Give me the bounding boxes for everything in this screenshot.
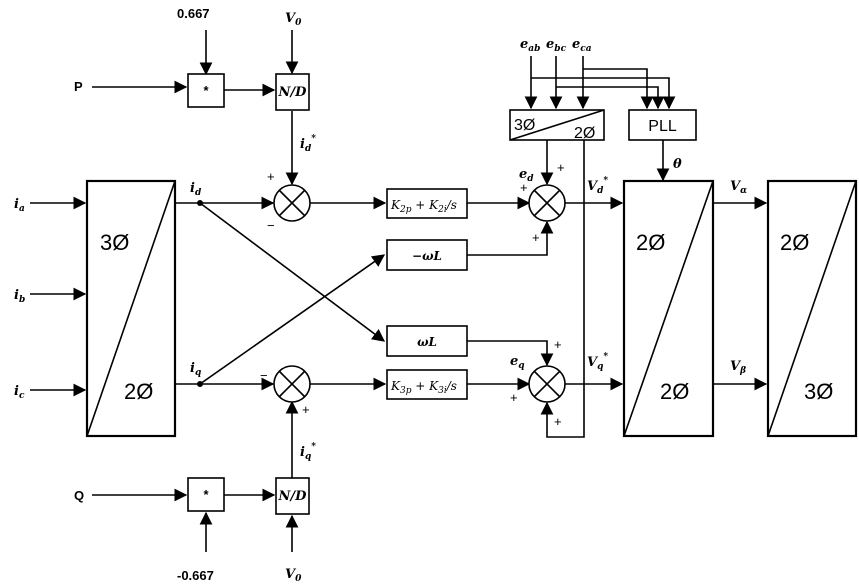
omega-l-block: ωL [386, 325, 468, 357]
ab-block-bottom-label: 3Ø [804, 379, 833, 404]
ab-block-top-label: 2Ø [780, 230, 809, 255]
q-current-summer [273, 365, 311, 403]
connection-lines [30, 30, 768, 552]
id-junction-dot [197, 200, 203, 206]
e-block-top-label: 3Ø [514, 117, 535, 134]
q-divider-label: N/D [278, 489, 308, 504]
neg-omega-l-label: −ωL [412, 249, 442, 263]
vq-ref-label: Vq* [587, 352, 608, 372]
sign-plus-d-pi: + [520, 180, 528, 195]
ib-label: ib [14, 288, 25, 305]
p-input-label: P [74, 79, 83, 94]
p-gain-label: 0.667 [177, 6, 210, 21]
sign-plus-id-ref: + [267, 169, 275, 184]
iq-label: iq [190, 361, 201, 378]
sign-plus-iq-ref: + [302, 402, 310, 417]
d-pi-label: K2p + K2i/s [390, 198, 457, 215]
eq-label: eq [510, 354, 525, 371]
id-ref-label: id* [300, 134, 316, 154]
neg-omega-l-block: −ωL [386, 239, 468, 271]
sign-plus-eq: + [554, 414, 562, 429]
eca-label: eca [572, 37, 592, 54]
q-pi-label: K3p + K3i/s [390, 379, 457, 396]
e-block-bottom-label: 2Ø [574, 125, 595, 142]
valpha-label: Vα [730, 179, 747, 196]
dq-block-top-label: 2Ø [636, 230, 665, 255]
abc-block-top-label: 3Ø [100, 230, 129, 255]
q-gain-label: -0.667 [177, 568, 214, 583]
abc-block-bottom-label: 2Ø [124, 379, 153, 404]
dq-block-bottom-label: 2Ø [660, 379, 689, 404]
voltage-abc-to-dq-block: 3Ø 2Ø [509, 109, 605, 142]
q-input-label: Q [74, 488, 84, 503]
d-voltage-summer [528, 184, 566, 222]
q-divider-block: N/D [275, 477, 310, 515]
sign-plus-q-pi: + [510, 390, 518, 405]
iq-ref-label: iq* [300, 442, 316, 462]
ia-label: ia [14, 197, 25, 214]
dq-to-alphabeta-block: 2Ø 2Ø [622, 179, 715, 438]
q-multiplier-symbol: * [203, 487, 209, 502]
id-label: id [190, 181, 202, 198]
vd-ref-label: Vd* [587, 176, 608, 196]
sign-plus-ed: + [557, 160, 565, 175]
d-pi-controller-block: K2p + K2i/s [386, 188, 468, 219]
iq-junction-dot [197, 381, 203, 387]
vbeta-label: Vβ [730, 359, 746, 376]
sign-minus-iq: − [260, 368, 268, 383]
pll-block: PLL [628, 109, 697, 141]
q-voltage-summer [528, 365, 566, 403]
omega-l-label: ωL [417, 335, 437, 349]
v0-top-label: V0 [285, 11, 302, 28]
d-current-summer [273, 184, 311, 222]
theta-label: θ [673, 157, 682, 172]
sign-plus-neg-wl: + [532, 230, 540, 245]
p-multiplier-symbol: * [203, 83, 209, 98]
ed-label: ed [519, 167, 534, 184]
v0-bottom-label: V0 [285, 567, 302, 584]
alphabeta-to-abc-block: 2Ø 3Ø [766, 179, 858, 438]
sign-plus-wl: + [554, 337, 562, 352]
eab-label: eab [520, 37, 540, 54]
ic-label: ic [14, 384, 25, 401]
q-multiplier-block: * [187, 477, 225, 512]
ebc-label: ebc [546, 37, 567, 54]
p-multiplier-block: * [187, 73, 225, 108]
d-divider-block: N/D [275, 73, 310, 111]
pll-label: PLL [648, 118, 677, 135]
d-divider-label: N/D [278, 85, 308, 100]
sign-minus-id: − [267, 218, 275, 233]
q-pi-controller-block: K3p + K3i/s [386, 369, 468, 400]
current-abc-to-dq-block: 3Ø 2Ø [85, 179, 177, 438]
